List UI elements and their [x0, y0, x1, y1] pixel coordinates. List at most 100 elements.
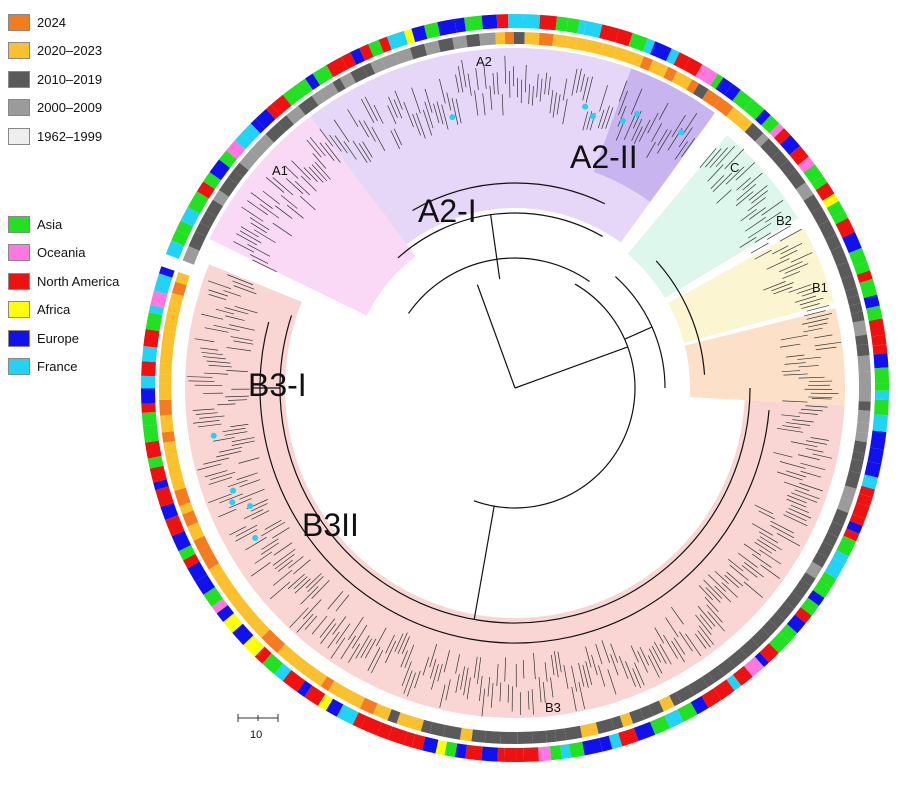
tree-branch [514, 346, 628, 389]
region-ring-segment [872, 414, 888, 433]
tip-label-line [797, 454, 820, 461]
tip-label-line [703, 579, 723, 599]
tip-label-line [780, 249, 798, 259]
year-ring-segment [858, 371, 871, 385]
year-ring-segment [713, 97, 734, 117]
region-ring-segment [780, 135, 801, 155]
tip-label-line [758, 510, 776, 520]
region-ring-segment [155, 486, 174, 507]
legend-swatch [8, 99, 30, 117]
region-ring-segment [789, 145, 809, 166]
year-ring-segment [857, 355, 871, 373]
tip-label-line [424, 88, 433, 113]
tip-label-line [385, 634, 395, 654]
year-ring-segment [359, 697, 378, 715]
region-ring-segment [582, 738, 603, 756]
tip-label-line [754, 232, 771, 243]
tip-label-line [743, 562, 764, 578]
region-ring-segment [305, 73, 321, 91]
year-ring-segment [164, 311, 180, 326]
year-ring-segment [851, 451, 865, 462]
region-ring-segment [341, 52, 357, 70]
tip-label-line [761, 200, 784, 216]
tip-label-line [707, 164, 724, 182]
tip-label-line [694, 633, 707, 649]
tip-label-line [639, 646, 650, 666]
tip-label-line [311, 615, 328, 635]
tip-label-line [284, 165, 299, 179]
tip-label-line [576, 68, 582, 93]
year-ring-segment [566, 36, 578, 50]
tip-label-line [595, 643, 603, 665]
region-ring-segment [187, 191, 209, 214]
tip-label-line [204, 470, 228, 478]
year-ring-segment [350, 66, 368, 84]
region-ring-segment [336, 704, 359, 725]
region-ring-segment [216, 605, 235, 622]
region-ring-segment [165, 515, 185, 537]
region-ring-segment [178, 544, 196, 561]
tip-label-line [648, 655, 660, 678]
year-ring-segment [452, 35, 468, 50]
year-ring-segment [160, 414, 174, 433]
tip-label-line [304, 615, 318, 630]
tip-label-line [685, 633, 702, 657]
tip-label-line [780, 334, 808, 341]
region-ring-segment [874, 367, 889, 384]
tip-label-line [799, 482, 823, 492]
region-ring-segment [387, 726, 408, 745]
tip-label-line [785, 511, 807, 522]
region-ring-segment [454, 17, 467, 33]
region-ring-segment [555, 16, 569, 32]
year-ring-segment [168, 292, 184, 308]
tip-label-line [234, 305, 258, 314]
tip-label-line [327, 631, 340, 649]
tip-label-line [314, 161, 331, 180]
tip-label-line [748, 207, 766, 220]
legend-swatch [8, 244, 30, 262]
legend-label: North America [37, 273, 120, 289]
year-ring-segment [171, 281, 187, 297]
region-ring-segment [234, 133, 252, 150]
tip-label-line [779, 343, 801, 348]
tip-label-line [203, 372, 229, 375]
tip-label-line [770, 524, 795, 539]
year-ring-segment [841, 275, 857, 292]
tip-label-line [657, 129, 672, 154]
region-ring-segment [437, 18, 457, 36]
region-ring-segment [832, 210, 849, 225]
tip-label-line [599, 85, 608, 112]
tip-label-line [607, 669, 617, 695]
year-ring-segment [538, 32, 554, 47]
region-ring-segment [376, 722, 393, 740]
tip-label-line [557, 651, 562, 673]
year-ring-segment [328, 680, 346, 698]
tip-label-line [714, 570, 729, 584]
region-ring-segment [743, 99, 765, 120]
france-tip-marker [449, 114, 456, 121]
tip-label-line [387, 105, 397, 125]
tip-label-line [319, 618, 336, 638]
tip-label-line [208, 476, 233, 485]
region-ring-segment [203, 172, 222, 190]
tip-label-line [800, 470, 822, 478]
tree-branch-arc [397, 212, 603, 259]
tip-label-line [367, 647, 381, 671]
region-ring-segment [465, 744, 483, 761]
year-ring-segment [465, 33, 481, 48]
tip-label-line [300, 175, 317, 192]
tip-label-line [571, 68, 578, 96]
france-tip-marker [590, 112, 597, 119]
tip-label-line [415, 112, 426, 139]
year-ring-segment [856, 422, 870, 434]
tip-label-line [188, 380, 215, 382]
tip-label-line [393, 99, 403, 119]
tip-label-line [742, 172, 763, 191]
year-ring-segment [370, 58, 386, 74]
year-ring-segment [187, 522, 205, 541]
france-tip-marker [247, 502, 254, 509]
legend-label: France [37, 359, 78, 375]
tip-label-line [790, 441, 818, 448]
tip-label-line [455, 98, 462, 124]
